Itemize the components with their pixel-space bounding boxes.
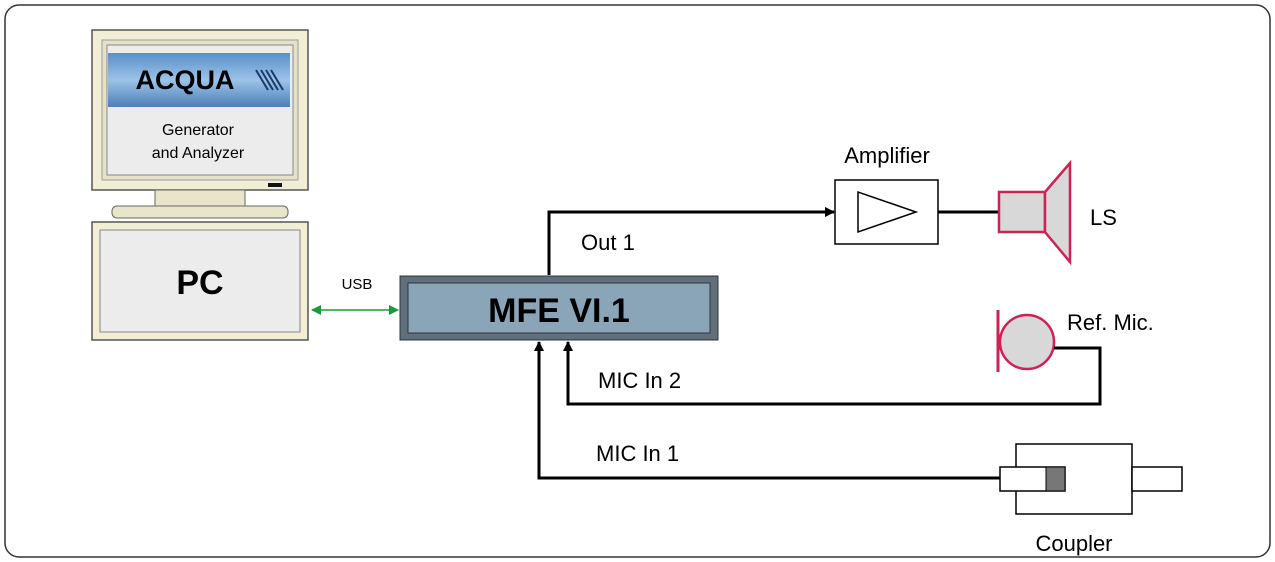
acqua-logo: [108, 53, 290, 107]
acqua-logo-stripes: [255, 69, 284, 91]
out1-connection: [547, 207, 835, 275]
coupler-label: Coupler: [1035, 531, 1112, 556]
mic-in1-connection: [534, 341, 1000, 480]
monitor-stand: [111, 205, 289, 219]
pc-label: PC: [176, 264, 223, 302]
loudspeaker-icon: [997, 159, 1072, 266]
monitor: ACQUA Generator and Analyzer: [91, 29, 309, 219]
coupler-icon: [999, 443, 1183, 515]
mfe-device: MFE VI.1: [399, 275, 719, 341]
usb-label: USB: [342, 276, 373, 293]
amplifier-triangle-icon: [857, 190, 919, 234]
amplifier: [834, 179, 939, 245]
mfe-label: MFE VI.1: [488, 292, 630, 330]
out1-label: Out 1: [581, 230, 635, 255]
monitor-screen-line2: and Analyzer: [152, 145, 245, 162]
monitor-power-button: [268, 183, 282, 187]
mic-in2-connection: [563, 341, 1102, 406]
loudspeaker-label: LS: [1090, 205, 1117, 230]
amplifier-label: Amplifier: [844, 143, 930, 168]
ref-mic-label: Ref. Mic.: [1067, 310, 1154, 335]
mic-in2-label: MIC In 2: [598, 368, 681, 393]
acqua-logo-text: ACQUA: [136, 65, 235, 95]
mic-in1-label: MIC In 1: [596, 441, 679, 466]
monitor-neck: [154, 189, 246, 207]
monitor-screen-line1: Generator: [162, 122, 235, 139]
ref-mic-icon: [996, 310, 1056, 372]
pc-unit: PC: [91, 221, 309, 341]
